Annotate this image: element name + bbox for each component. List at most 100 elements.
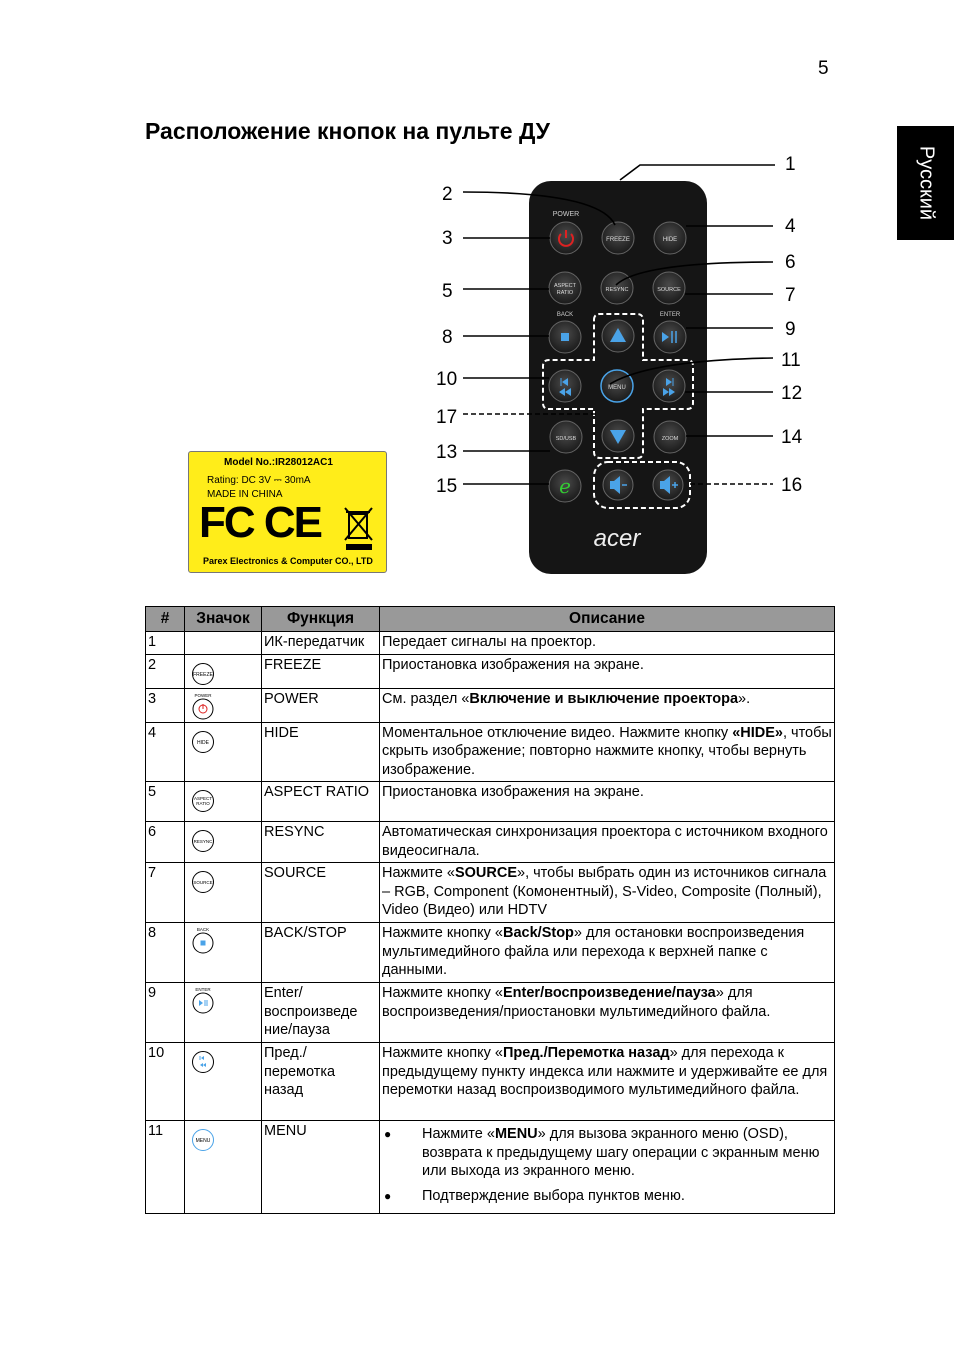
row-function: RESYNC: [261, 821, 380, 863]
row-description: Нажмите «MENU» для вызова экранного меню…: [379, 1120, 835, 1214]
enter-caption: ENTER: [660, 312, 681, 318]
callout-3: 3: [442, 228, 453, 249]
header-function: Функция: [261, 606, 380, 632]
resync-button: [600, 271, 634, 305]
table-header-row: # Значок Функция Описание: [145, 606, 835, 632]
desc-bold: Back/Stop: [503, 925, 574, 941]
resync-button-label: RESYNC: [606, 287, 629, 293]
row-function: ASPECT RATIO: [261, 781, 380, 822]
freeze-button: [601, 221, 635, 255]
table-row: 8 BACK BACK/STOP Нажмите кнопку «Back/St…: [145, 922, 835, 983]
desc-post: , чтобы скрыть изображение; повторно наж…: [382, 724, 832, 778]
sd-usb-button: [549, 420, 583, 454]
callout-16: 16: [781, 475, 802, 496]
row-description: Нажмите кнопку «Back/Stop» для остановки…: [379, 922, 835, 983]
row-description: См. раздел «Включение и выключение проек…: [379, 687, 835, 723]
callout-10: 10: [436, 369, 457, 390]
bullet-pre: Нажмите «: [422, 1126, 495, 1142]
table-row: 9 ENTER Enter/ воспроизведе ние/пауза На…: [145, 982, 835, 1043]
row-icon: [184, 1042, 262, 1121]
back-stop-icon: BACK: [192, 927, 214, 954]
desc-pre: Нажмите кнопку «: [382, 925, 503, 941]
menu-icon: MENU: [192, 1129, 214, 1151]
svg-text:ENTER: ENTER: [195, 987, 211, 992]
callout-9: 9: [785, 319, 796, 340]
row-icon: [184, 631, 262, 655]
volume-up-icon: [660, 476, 678, 494]
power-icon: POWER: [192, 693, 214, 719]
hide-button-label: HIDE: [663, 237, 677, 243]
row-icon: HIDE: [184, 721, 262, 782]
table-row: 3 POWER POWER См. раздел «Включение и вы…: [145, 687, 835, 723]
row-function: MENU: [261, 1120, 380, 1214]
rating-label: Model No.:IR28012AC1 Rating: DC 3V ⎓ 30m…: [188, 451, 387, 573]
freeze-button-label: FREEZE: [606, 237, 630, 243]
source-icon: SOURCE: [192, 871, 214, 893]
header-description: Описание: [379, 606, 835, 632]
row-icon: RESYNC: [184, 821, 262, 863]
row-num: 5: [145, 781, 185, 822]
bullet-bold: MENU: [494, 1126, 538, 1142]
desc-pre: Моментальное отключение видео. Нажмите к…: [382, 724, 733, 741]
list-item: Нажмите «MENU» для вызова экранного меню…: [382, 1125, 832, 1181]
callout-14: 14: [781, 427, 803, 448]
play-pause-icon: [662, 331, 677, 343]
row-num: 3: [145, 687, 185, 723]
row-description: Приостановка изображения на экране.: [379, 781, 835, 822]
callout-8: 8: [442, 327, 453, 348]
table-row: 7 SOURCE SOURCE Нажмите «SOURCE», чтобы …: [145, 862, 835, 923]
desc-bold: Пред./Перемотка назад: [503, 1045, 670, 1061]
menu-button: [600, 369, 634, 403]
row-icon: BACK: [184, 922, 262, 983]
row-num: 2: [145, 653, 185, 689]
row-description: Передает сигналы на проектор.: [379, 631, 835, 655]
row-num: 4: [145, 721, 185, 782]
power-icon: [558, 230, 574, 247]
row-description: Нажмите «SOURCE», чтобы выбрать один из …: [379, 862, 835, 923]
page-number: 5: [818, 58, 829, 79]
list-item: Подтверждение выбора пунктов меню.: [382, 1187, 832, 1206]
label-marks: FC CE: [199, 498, 323, 547]
menu-button-label: MENU: [608, 385, 626, 391]
table-row: 4 HIDE HIDE Моментальное отключение виде…: [145, 721, 835, 782]
desc-bold: Enter/воспроизведение/пауза: [503, 985, 716, 1001]
bullet-post: » для вызова экранного меню (OSD), возвр…: [422, 1126, 820, 1179]
desc-post: », чтобы выбрать один из источников сигн…: [382, 865, 827, 918]
aspect-label-2: RATIO: [557, 290, 574, 296]
svg-text:POWER: POWER: [194, 693, 212, 698]
row-icon: SOURCE: [184, 862, 262, 923]
row-function: FREEZE: [261, 653, 380, 689]
menu-bullet-list: Нажмите «MENU» для вызова экранного меню…: [382, 1125, 832, 1205]
row-description: Нажмите кнопку «Enter/воспроизведение/па…: [379, 982, 835, 1043]
e-key-icon: e: [559, 474, 571, 498]
desc-post: » для остановки воспроизведения мультиме…: [382, 925, 805, 978]
svg-text:BACK: BACK: [197, 927, 209, 932]
callout-4: 4: [785, 216, 796, 237]
callout-2: 2: [442, 184, 453, 205]
hide-icon: HIDE: [192, 730, 214, 753]
back-caption: BACK: [557, 312, 573, 318]
source-button-label: SOURCE: [657, 287, 681, 293]
label-model: Model No.:IR28012AC1: [224, 457, 333, 468]
desc-post: ».: [738, 690, 751, 707]
enter-play-pause-icon: ENTER: [192, 987, 214, 1014]
sd-usb-button-label: SD/USB: [556, 436, 577, 442]
callout-17: 17: [436, 407, 457, 428]
svg-text:ASPECT: ASPECT: [194, 796, 212, 801]
svg-text:FREEZE: FREEZE: [193, 672, 213, 678]
leader-lines: [462, 164, 775, 485]
zoom-button-label: ZOOM: [662, 436, 679, 442]
row-function: HIDE: [261, 721, 380, 782]
row-description: Приостановка изображения на экране.: [379, 653, 835, 689]
callout-12: 12: [781, 383, 802, 404]
navigation-cluster-outline: [542, 313, 694, 459]
freeze-icon: FREEZE: [192, 662, 214, 685]
callout-11: 11: [781, 350, 801, 371]
row-num: 7: [145, 862, 185, 923]
table-row: 11 MENU MENU Нажмите «MENU» для вызова э…: [145, 1120, 835, 1214]
header-icon: Значок: [184, 606, 262, 632]
row-description: Нажмите кнопку «Пред./Перемотка назад» д…: [379, 1042, 835, 1121]
